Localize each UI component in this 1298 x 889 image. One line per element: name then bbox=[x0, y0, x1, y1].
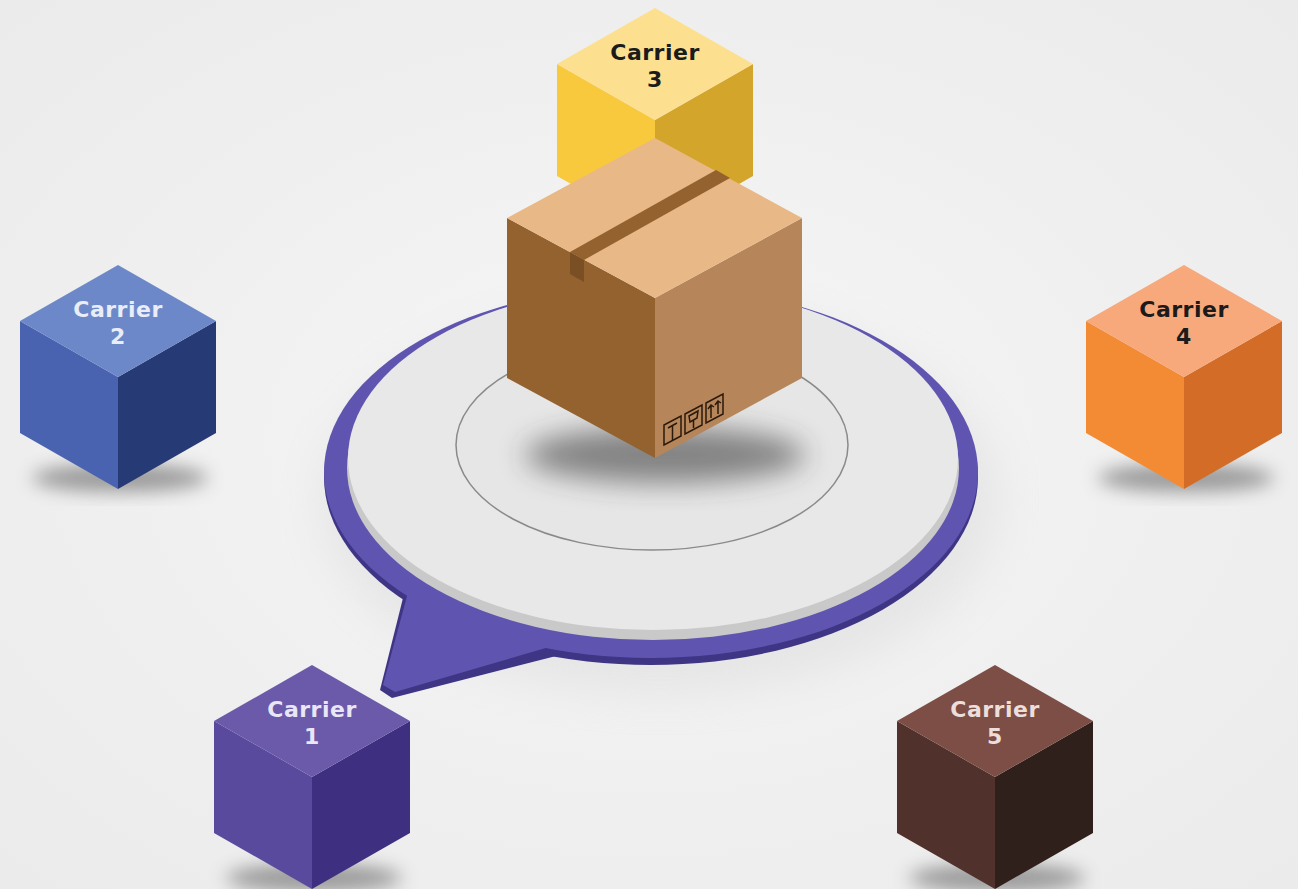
symbol-frame bbox=[664, 416, 681, 445]
parcel-tape-flap bbox=[570, 252, 584, 282]
carrier-label: Carrier 3 bbox=[610, 39, 700, 93]
symbol-frame bbox=[685, 405, 702, 434]
parcel-shadow bbox=[525, 427, 805, 483]
cube-top-face bbox=[20, 265, 216, 377]
platform-ring bbox=[456, 340, 848, 550]
parcel-top-face bbox=[507, 138, 802, 298]
parcel-left-face bbox=[507, 218, 655, 458]
cube-top-face bbox=[557, 8, 753, 120]
carrier-cube: Carrier 5 bbox=[897, 665, 1093, 889]
umbrella-symbol bbox=[668, 423, 677, 440]
symbol-frame bbox=[706, 394, 723, 423]
carrier-label: Carrier 1 bbox=[267, 696, 357, 750]
cube-top-face bbox=[897, 665, 1093, 777]
carrier-cube: Carrier 3 bbox=[557, 8, 753, 232]
cube-top-face bbox=[1086, 265, 1282, 377]
handling-symbols bbox=[664, 394, 723, 445]
carrier-label: Carrier 2 bbox=[73, 296, 163, 350]
carrier-cube: Carrier 2 bbox=[20, 265, 216, 489]
carrier-cube: Carrier 4 bbox=[1086, 265, 1282, 489]
carrier-label: Carrier 4 bbox=[1139, 296, 1229, 350]
parcel-tape bbox=[570, 170, 730, 260]
carrier-label: Carrier 5 bbox=[950, 696, 1040, 750]
glass-symbol bbox=[689, 411, 698, 428]
platform-top bbox=[348, 286, 958, 630]
parcel-right-face bbox=[655, 218, 802, 458]
cube-top-face bbox=[214, 665, 410, 777]
arrows-symbol bbox=[708, 401, 721, 418]
carrier-cube: Carrier 1 bbox=[214, 665, 410, 889]
